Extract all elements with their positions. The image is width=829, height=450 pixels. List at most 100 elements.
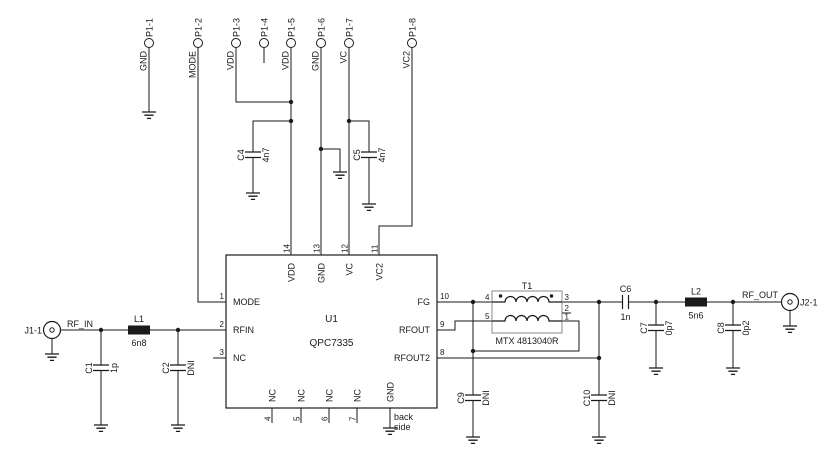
p1-1-pin-circle [144, 38, 154, 48]
pin-number-13: 13 [313, 244, 322, 253]
net-label-vc: VC [339, 51, 349, 64]
ground-j1 [44, 353, 60, 362]
junction-fg [470, 299, 476, 305]
p1-5-pin-circle [286, 38, 296, 48]
c5-leads [349, 120, 370, 204]
net-wires [60, 47, 782, 359]
c1-plates [93, 364, 109, 372]
ground-c4 [245, 192, 261, 201]
t1-primary-winding [492, 295, 562, 303]
c10-ref: C10 [582, 390, 592, 407]
pin-number-1: 1 [220, 292, 225, 301]
capacitor-c10: C10 DNI [582, 358, 617, 437]
p1-6-label: P1-6 [317, 18, 327, 37]
p1-2-pin-circle [193, 38, 203, 48]
pin-name-vc: VC [345, 263, 355, 276]
wire-p1-verticals [148, 47, 413, 303]
ic-u1: U1 QPC7335 1 2 3 MODE RFIN NC 14 13 12 1… [213, 240, 452, 432]
pad-name-gnd: GND [386, 382, 396, 403]
pin-number-11: 11 [371, 244, 380, 253]
pin-number-2: 2 [220, 320, 225, 329]
ground-symbols [44, 111, 798, 445]
pin-name-rfin: RFIN [233, 325, 254, 335]
c9-ref: C9 [456, 392, 466, 404]
pin-number-14: 14 [283, 244, 292, 253]
pin-name-fg: FG [418, 297, 431, 307]
pin-name-nc6: NC [325, 389, 335, 402]
t1-pin-5: 5 [485, 312, 490, 321]
t1-pin-1: 1 [565, 313, 570, 322]
junction-c1 [98, 327, 104, 333]
t1-pin-3: 3 [565, 293, 570, 302]
capacitor-c2: C2 DNI [161, 330, 196, 425]
p1-7-pin-circle [344, 38, 354, 48]
pin-number-8: 8 [440, 348, 445, 357]
junction-c8 [730, 299, 736, 305]
c4-ref: C4 [236, 149, 246, 161]
p1-3-pin-circle [231, 38, 241, 48]
inductor-l1: L1 6n8 [128, 314, 150, 348]
p1-1-label: P1-1 [145, 18, 155, 37]
net-label-vdd-1: VDD [226, 51, 236, 71]
net-label-gnd-2: GND [311, 51, 321, 72]
junction-c2 [175, 327, 181, 333]
pin-name-gnd: GND [317, 263, 327, 284]
pin-number-10: 10 [440, 292, 449, 301]
connector-j2: J2-1 RF_OUT [742, 290, 818, 326]
ground-c5 [361, 203, 377, 212]
c9-plates [465, 394, 481, 402]
p1-5-label: P1-5 [287, 18, 297, 37]
t1-polarity-dot-right [549, 294, 554, 298]
c7-ref: C7 [639, 322, 649, 334]
net-label-vc2: VC2 [402, 51, 412, 69]
ground-j2 [782, 325, 798, 334]
c10-plates [591, 394, 607, 402]
c6-plates [621, 295, 630, 309]
l1-body [128, 325, 150, 335]
j1-center-pin [49, 327, 55, 333]
pin-name-rfout2: RFOUT2 [394, 353, 430, 363]
l2-body [685, 297, 707, 307]
c7-plates [648, 324, 664, 332]
j2-center-pin [787, 299, 793, 305]
pin-number-7: 7 [349, 416, 358, 421]
ground-p1-6 [332, 171, 348, 180]
header-p1: P1-1 P1-2 P1-3 P1-4 P1-5 P1-6 P1-7 P1-8 … [139, 18, 418, 78]
junction-t1-pin1 [470, 348, 476, 354]
pin-name-nc7: NC [353, 389, 363, 402]
capacitor-c6: C6 1n [620, 284, 632, 322]
c10-value: DNI [607, 390, 617, 406]
p1-2-label: P1-2 [194, 18, 204, 37]
net-label-rf-in: RF_IN [67, 319, 93, 329]
pin-number-12: 12 [341, 244, 350, 253]
c1-ref: C1 [84, 362, 94, 374]
p1-8-label: P1-8 [408, 18, 418, 37]
pin-number-3: 3 [220, 348, 225, 357]
l2-value: 5n6 [688, 311, 703, 321]
connector-j1: J1-1 RF_IN [24, 319, 93, 354]
c8-plates [725, 324, 741, 332]
t1-polarity-dot-left [498, 294, 503, 298]
net-label-rf-out: RF_OUT [742, 290, 779, 300]
ic-part-number: QPC7335 [310, 338, 354, 349]
ground-c8 [725, 367, 741, 376]
t1-pin-4: 4 [485, 293, 490, 302]
net-label-vdd-2: VDD [281, 51, 291, 71]
capacitor-c9: C9 DNI [456, 351, 491, 437]
c4-leads [252, 120, 291, 193]
pad-note-side: side [394, 422, 411, 432]
pad-note-back: back [394, 412, 414, 422]
net-label-gnd-1: GND [139, 51, 149, 72]
junction-c5 [346, 118, 352, 124]
pin-number-4: 4 [264, 416, 273, 421]
pin-number-6: 6 [321, 416, 330, 421]
t1-secondary-winding [492, 314, 562, 322]
ic-pin-stubs [213, 240, 452, 428]
ground-c2 [170, 424, 186, 433]
t1-outline-box [491, 290, 563, 334]
ic-ref: U1 [325, 314, 338, 325]
capacitor-c1: C1 1p [84, 330, 119, 425]
t1-ref: T1 [522, 281, 533, 291]
